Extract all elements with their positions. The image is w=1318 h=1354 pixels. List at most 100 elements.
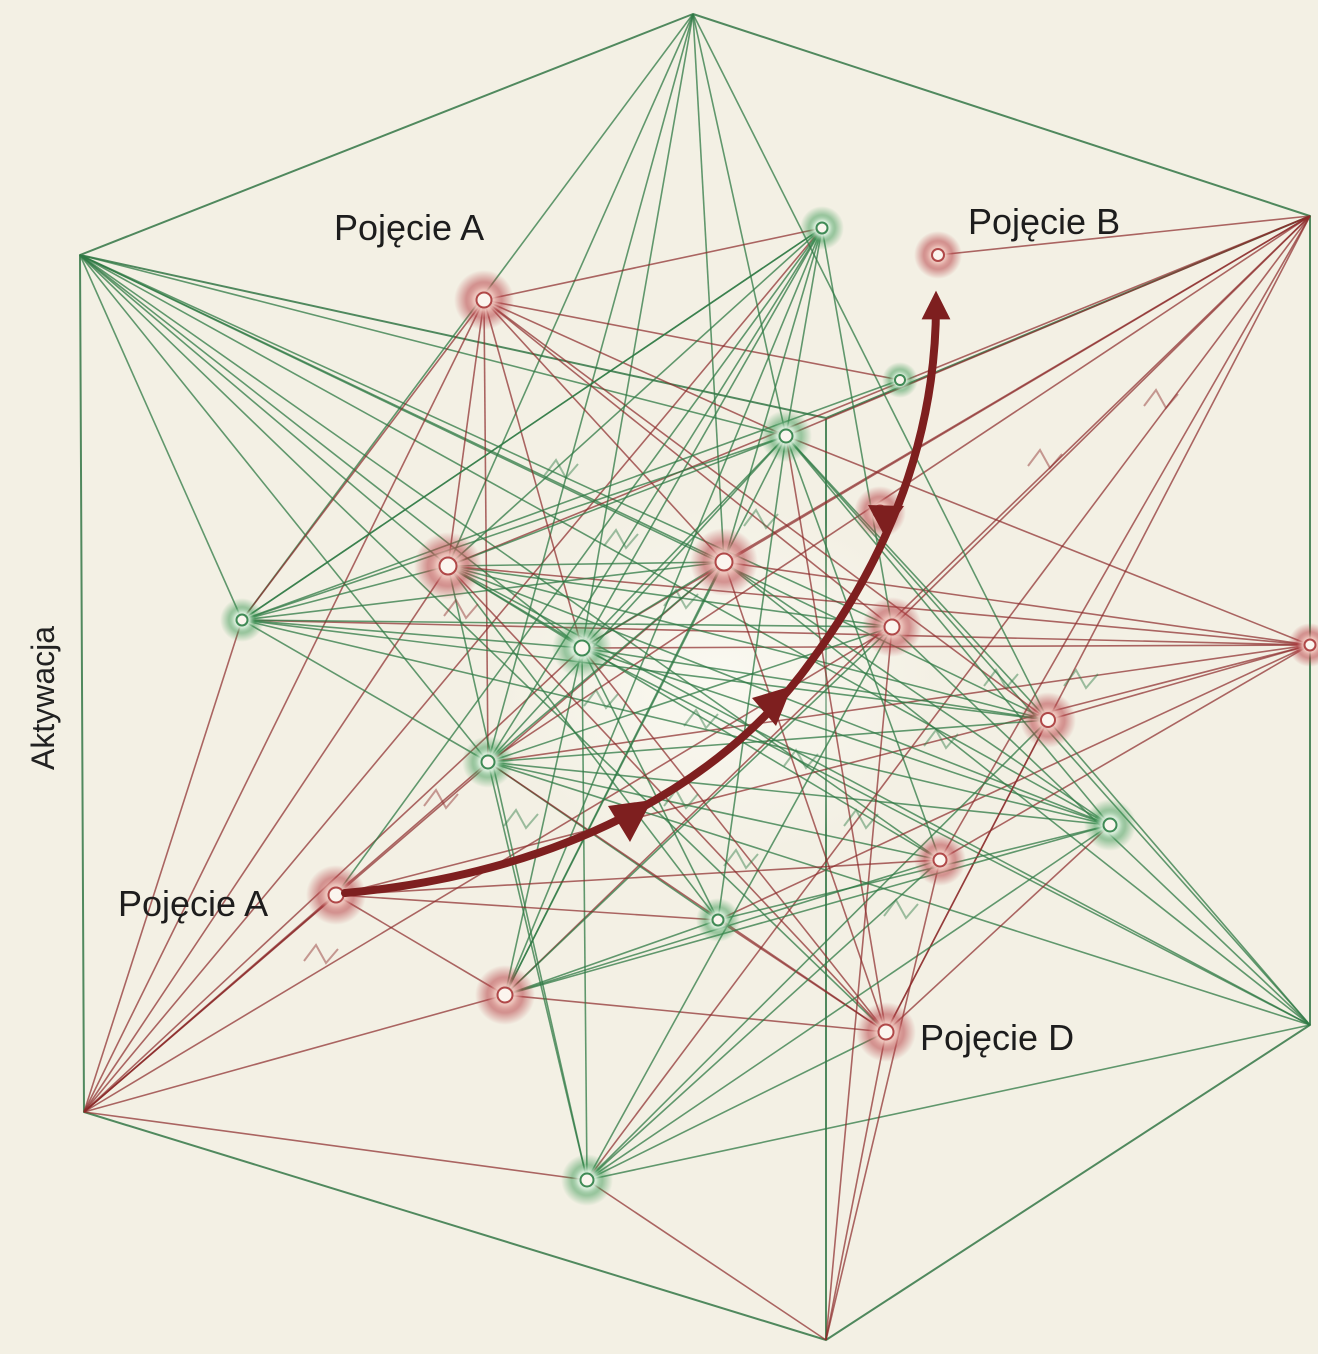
node-core: [883, 618, 901, 636]
network-edge: [581, 435, 787, 649]
network-edge: [692, 13, 787, 437]
node-lower-red: [475, 965, 535, 1025]
network-nodes: [220, 206, 1318, 1206]
node-right-red2: [1020, 692, 1076, 748]
node-right-mid: [1288, 623, 1318, 667]
network-edge: [939, 215, 1311, 861]
faint-scribble: [1063, 668, 1099, 690]
network-edge: [581, 215, 1311, 649]
node-core: [573, 639, 591, 657]
network-edge: [241, 619, 1111, 826]
node-right-red: [862, 597, 922, 657]
network-edge: [586, 215, 1311, 1181]
network-edge: [483, 299, 583, 649]
node-concept-b: [914, 231, 962, 279]
label-concept-a-top: Pojęcie A: [334, 207, 484, 248]
network-edge: [692, 13, 1049, 721]
faint-scribble: [1143, 388, 1179, 410]
network-edge: [447, 227, 823, 567]
network-edge: [586, 719, 1049, 1181]
network-edge: [83, 994, 506, 1113]
network-edge: [581, 647, 887, 1033]
network-edge: [483, 299, 1049, 721]
network-edge: [939, 644, 1311, 861]
node-left-green: [220, 598, 264, 642]
activation-path: [341, 290, 951, 897]
network-edge: [487, 626, 893, 763]
network-edge: [487, 719, 1049, 763]
network-edge: [717, 919, 887, 1033]
node-core: [235, 613, 249, 627]
network-edge: [504, 994, 887, 1033]
network-edge: [79, 254, 887, 1033]
faint-scribble: [503, 808, 539, 830]
node-core: [475, 291, 493, 309]
node-mid-left: [414, 532, 482, 600]
node-core: [932, 852, 948, 868]
network-edge: [241, 299, 485, 621]
network-edge: [717, 824, 1111, 921]
network-edge: [79, 254, 787, 437]
network-edge: [821, 227, 893, 628]
network-edge: [487, 435, 787, 763]
node-center-green: [552, 618, 612, 678]
node-concept-a: [454, 270, 514, 330]
faint-scribble: [923, 728, 959, 750]
network-edge: [487, 761, 588, 1181]
network-edge: [723, 561, 1111, 826]
network-edge: [447, 565, 588, 1181]
network-edge: [586, 824, 1111, 1181]
faint-scribble: [883, 898, 919, 920]
network-edge: [335, 894, 506, 996]
network-edge: [487, 644, 1311, 763]
network-edge: [79, 254, 489, 763]
node-top-green: [800, 206, 844, 250]
network-edge: [241, 619, 1311, 646]
node-lower-right-red: [914, 834, 966, 886]
node-core: [711, 913, 725, 927]
network-edge: [447, 565, 1049, 721]
network-edge: [487, 761, 1111, 826]
faint-scribble: [1027, 448, 1063, 470]
node-core: [815, 221, 829, 235]
activation-path-chevron-1: [608, 800, 652, 842]
network-edge: [447, 561, 725, 567]
faint-scribble: [663, 788, 699, 810]
network-edge: [335, 227, 823, 896]
node-right-green: [1084, 799, 1136, 851]
network-edge: [717, 435, 787, 921]
network-edge: [692, 13, 725, 563]
node-core: [480, 754, 496, 770]
faint-scribble: [603, 528, 639, 550]
network-edge: [581, 647, 588, 1181]
faint-scribbles: [303, 388, 1179, 965]
node-core: [327, 886, 345, 904]
network-edge: [723, 561, 1311, 646]
network-edge: [241, 619, 583, 649]
node-core: [931, 248, 945, 262]
node-lower-left-green: [462, 736, 514, 788]
network-edge: [79, 254, 583, 649]
network-edge: [83, 619, 243, 1113]
network-edge: [717, 644, 1311, 921]
network-edge: [785, 435, 1311, 646]
network-edge: [586, 1031, 887, 1181]
faint-scribble: [303, 943, 339, 965]
network-edge: [581, 13, 694, 649]
network-edge: [504, 435, 787, 996]
network-edge: [504, 626, 893, 996]
network-edge: [785, 227, 823, 437]
network-edge: [1047, 644, 1311, 721]
network-edge: [586, 1179, 827, 1341]
network-edge: [723, 561, 887, 1033]
node-core: [1102, 817, 1118, 833]
network-edge: [586, 626, 893, 1181]
node-core: [877, 1023, 895, 1041]
network-edge: [487, 227, 823, 763]
network-edge: [79, 254, 449, 567]
network-edge: [487, 13, 694, 763]
network-edge: [241, 619, 489, 763]
network-edge: [504, 824, 1111, 996]
